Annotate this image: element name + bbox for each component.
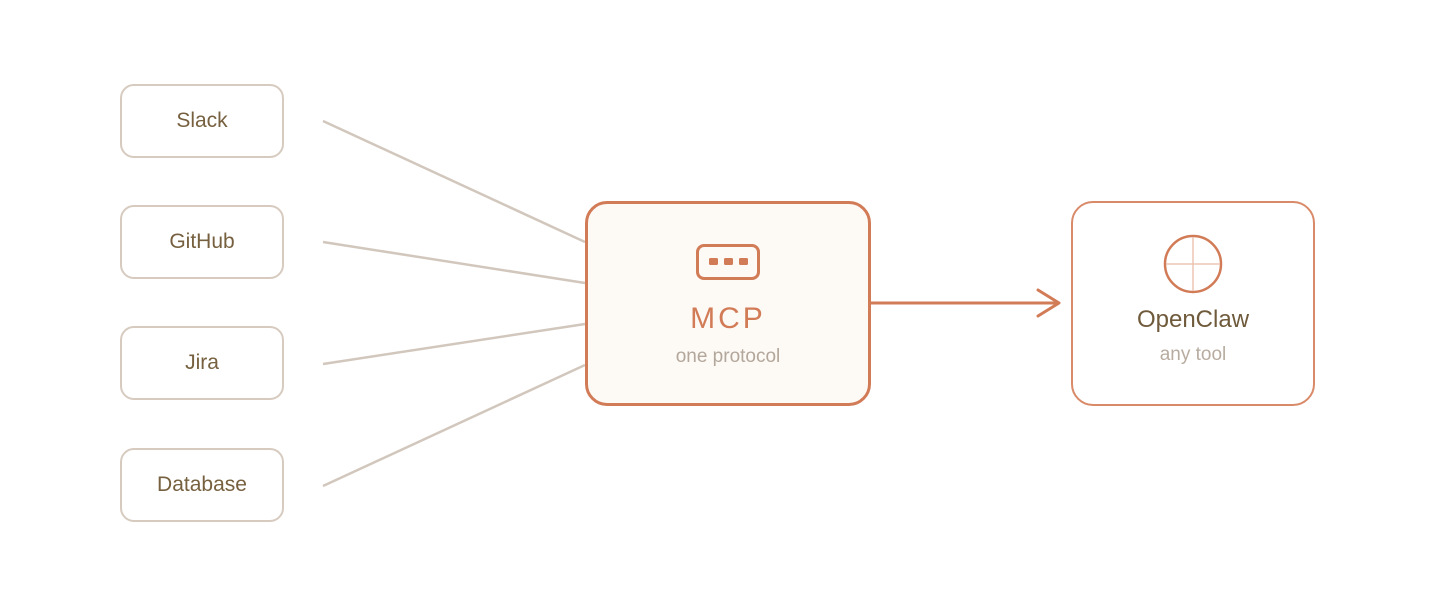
- source-label: Database: [157, 473, 247, 496]
- indicator-dot: [723, 258, 733, 265]
- crosshair-icon: [1163, 234, 1223, 293]
- source-label: Slack: [176, 109, 228, 132]
- connector-database: [322, 363, 586, 488]
- server-rack-icon: [696, 243, 760, 280]
- source-label: GitHub: [169, 230, 235, 253]
- target-title: OpenClaw: [1136, 305, 1250, 333]
- arrow-head-icon: [1036, 288, 1061, 318]
- source-node-jira: Jira: [120, 326, 284, 400]
- connector-github: [322, 240, 586, 285]
- source-node-database: Database: [120, 448, 284, 522]
- indicator-dot: [738, 258, 748, 265]
- hub-title: MCP: [690, 301, 766, 335]
- source-label: Jira: [185, 351, 219, 374]
- hub-subtitle: one protocol: [675, 345, 781, 367]
- mcp-hub-node: MCP one protocol: [585, 201, 871, 406]
- source-node-slack: Slack: [120, 84, 284, 158]
- source-node-github: GitHub: [120, 205, 284, 279]
- connector-slack: [322, 119, 586, 244]
- openclaw-node: OpenClaw any tool: [1071, 201, 1315, 406]
- connector-jira: [322, 322, 586, 366]
- indicator-dot: [708, 258, 718, 265]
- target-subtitle: any tool: [1159, 343, 1227, 365]
